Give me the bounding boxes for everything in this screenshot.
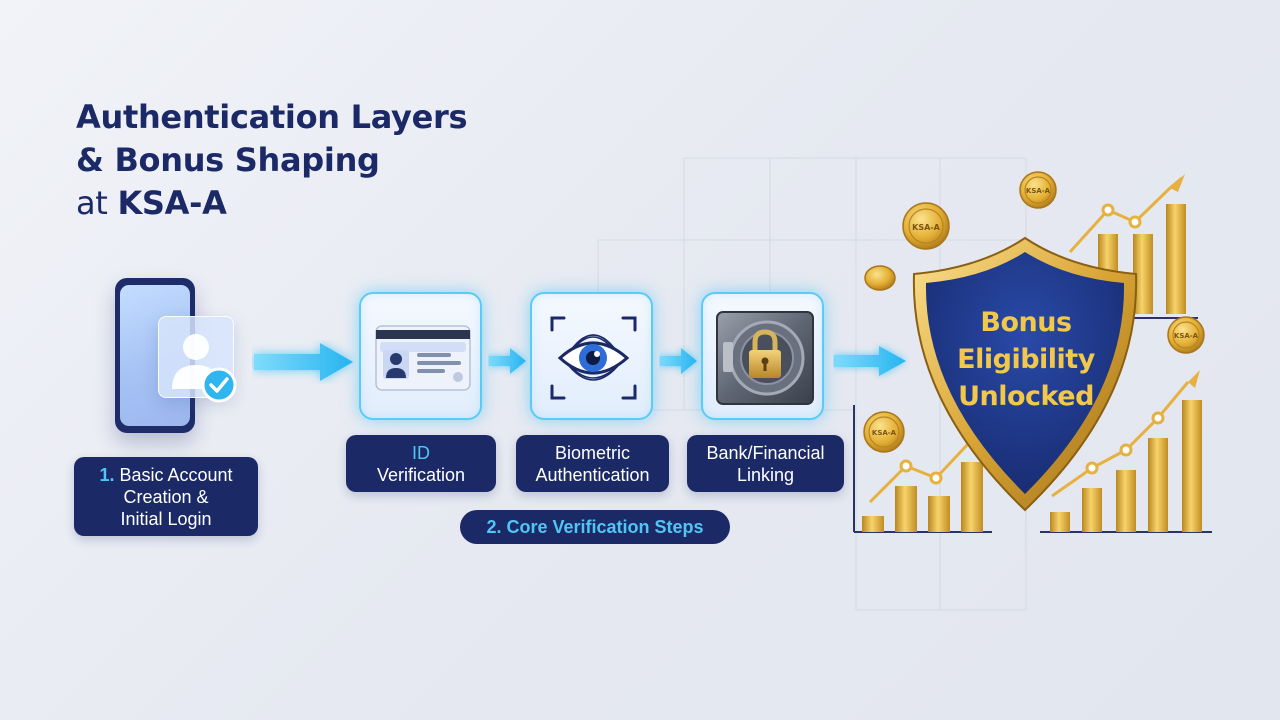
bank-linking-box	[701, 292, 824, 420]
reward-line-1: Bonus	[980, 307, 1072, 338]
step-1-label: 1. Basic Account Creation & Initial Logi…	[74, 457, 258, 536]
bank-label-line-1: Bank/Financial	[706, 442, 825, 463]
id-label-line-2: Verification	[376, 464, 466, 485]
gold-coin-icon: KSA-A	[863, 411, 905, 453]
shield-icon	[912, 236, 1138, 512]
biometric-box	[530, 292, 653, 420]
step-biometric-label: Biometric Authentication	[516, 435, 669, 492]
eye-fingerprint-icon	[550, 316, 637, 400]
id-label-line-1: ID	[412, 442, 430, 463]
bank-label-line-2: Linking	[736, 464, 795, 485]
step-2-label: 2. Core Verification Steps	[460, 510, 730, 544]
reward-line-3: Unlocked	[958, 381, 1094, 412]
reward-line-2: Eligibility	[957, 344, 1095, 375]
step-id-verification-label: ID Verification	[346, 435, 496, 492]
title-line-1: Authentication Layers	[76, 98, 468, 136]
gold-coin-icon: KSA-A	[902, 202, 950, 250]
bar-chart-icon	[853, 405, 992, 533]
page-title: Authentication Layers & Bonus Shaping at…	[76, 96, 468, 225]
arrow-right-icon	[489, 348, 526, 374]
vault-lock-icon	[716, 311, 814, 405]
checkmark-badge-icon	[201, 367, 237, 403]
gold-coin-icon: KSA-A	[1019, 171, 1057, 209]
reward-illustration: KSA-A KSA-A KSA-A KSA-A	[853, 171, 1212, 533]
title-line-2: & Bonus Shaping	[76, 141, 380, 179]
step-1-line-1: Basic Account	[119, 464, 233, 485]
step-2-number: 2.	[486, 517, 502, 537]
svg-text:KSA-A: KSA-A	[872, 429, 897, 437]
biometric-label-line-1: Biometric	[554, 442, 630, 463]
arrow-right-icon	[834, 346, 906, 376]
step-bank-linking-label: Bank/Financial Linking	[687, 435, 844, 492]
svg-text:KSA-A: KSA-A	[912, 223, 940, 232]
bonus-eligibility-text: Bonus Eligibility Unlocked	[930, 304, 1122, 415]
arrow-right-icon	[660, 348, 697, 374]
step-1-line-2: Creation &	[123, 486, 209, 507]
svg-text:KSA-A: KSA-A	[1174, 332, 1199, 340]
step-2-text: Core Verification Steps	[506, 517, 704, 537]
bar-chart-icon	[1040, 370, 1212, 533]
user-check-icon	[158, 316, 234, 398]
svg-text:KSA-A: KSA-A	[1026, 187, 1051, 195]
gold-coin-icon: KSA-A	[1167, 316, 1205, 354]
id-card-icon	[375, 325, 471, 391]
title-line-3: at KSA-A	[76, 182, 467, 225]
arrow-right-icon	[254, 343, 353, 381]
step-1-number: 1.	[99, 464, 115, 485]
biometric-label-line-2: Authentication	[535, 464, 650, 485]
title-line-3-prefix: at	[76, 184, 118, 222]
step-1-line-3: Initial Login	[120, 508, 212, 529]
id-verification-box	[359, 292, 482, 420]
title-brand: KSA-A	[117, 184, 227, 222]
gold-coin-icon	[864, 265, 896, 291]
